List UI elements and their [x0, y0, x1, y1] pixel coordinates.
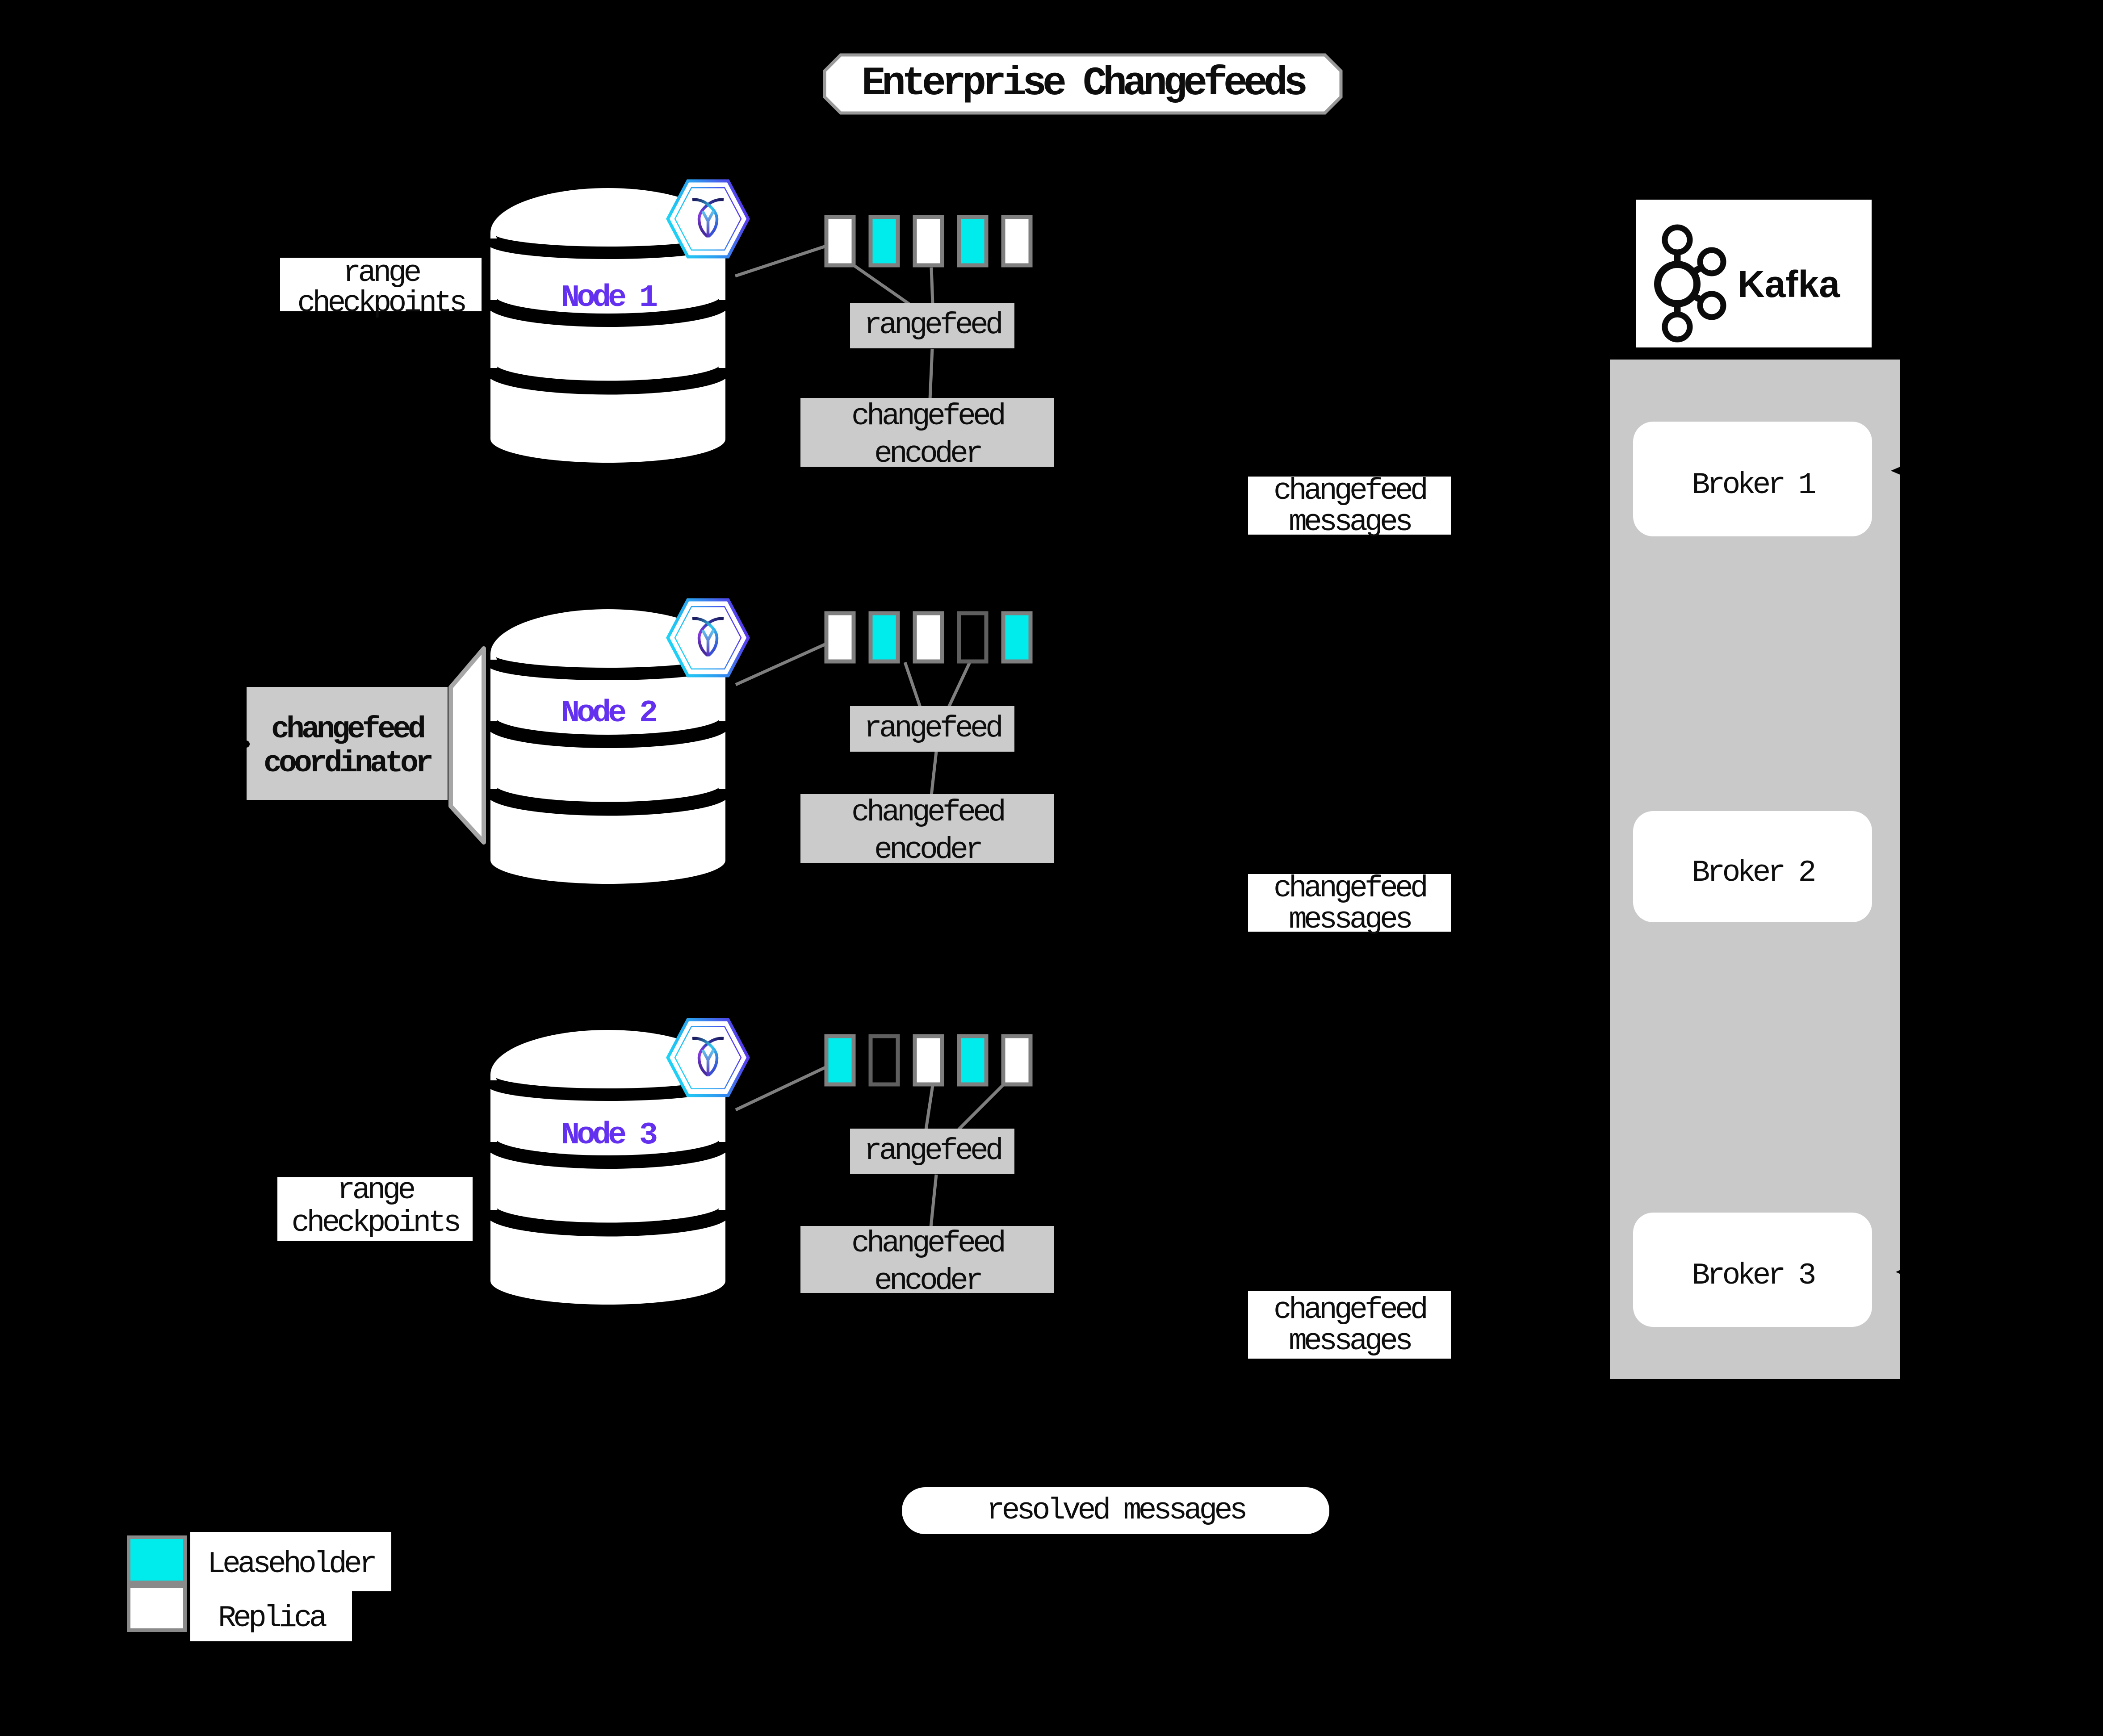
svg-text:Kafka: Kafka: [1738, 263, 1840, 305]
